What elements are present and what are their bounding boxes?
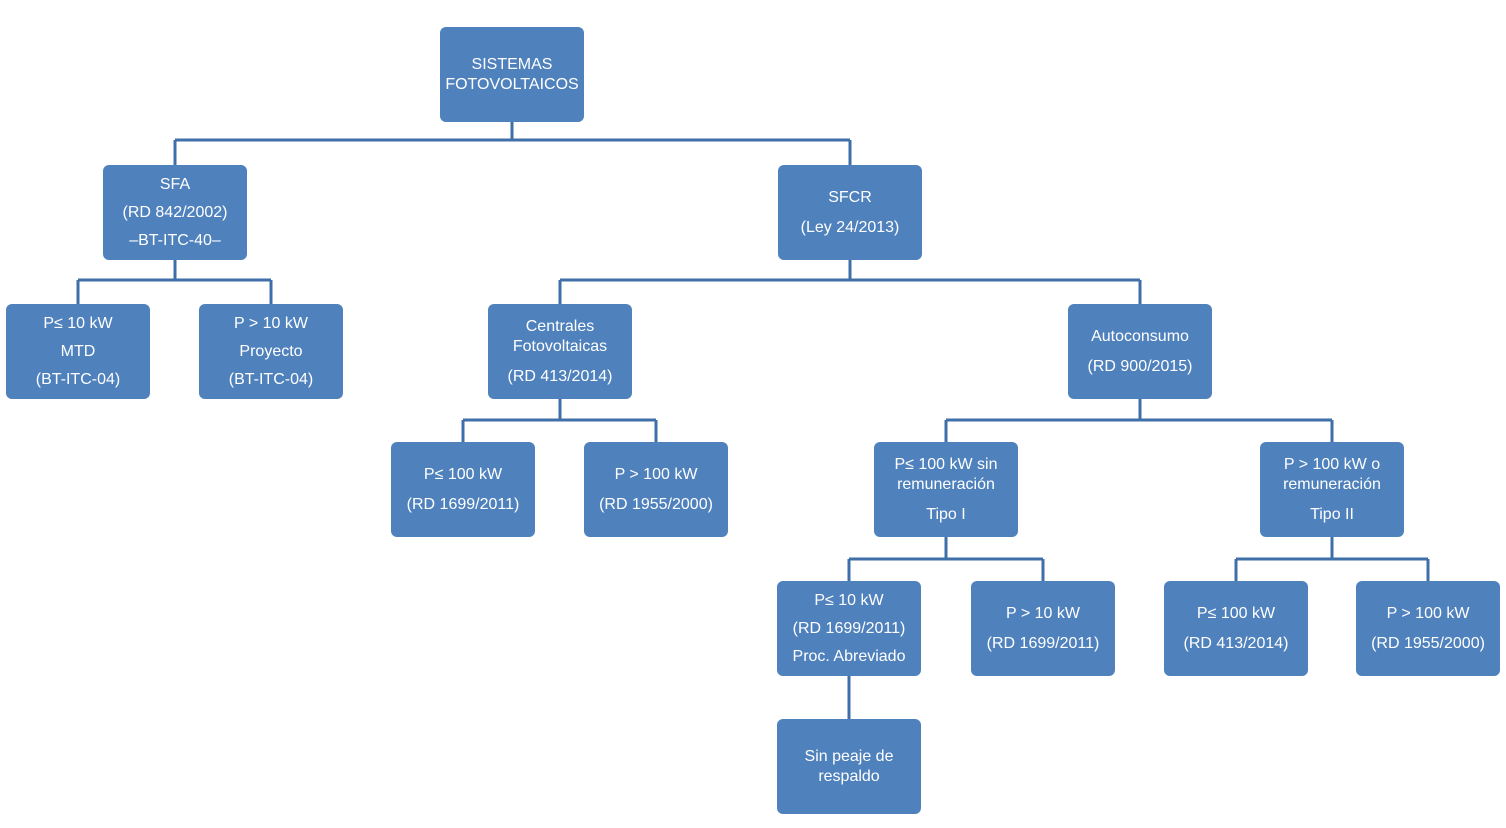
node-label: (Ley 24/2013)	[800, 218, 900, 236]
connector-centrales	[461, 399, 658, 442]
node-label: Autoconsumo	[1091, 327, 1189, 345]
node-sfcr: SFCR (Ley 24/2013)	[778, 165, 922, 260]
node-label: (RD 1955/2000)	[1371, 634, 1485, 652]
node-label: (RD 413/2014)	[1183, 634, 1289, 652]
node-label: P > 10 kW	[234, 314, 308, 332]
node-label: MTD	[60, 342, 96, 360]
node-tipo-1: P≤ 100 kW sin remuneración Tipo I	[874, 442, 1018, 537]
connector-tipo2	[1234, 537, 1430, 581]
node-label: (BT-ITC-04)	[35, 370, 121, 388]
node-sfa: SFA (RD 842/2002) –BT-ITC-40–	[103, 165, 247, 260]
node-tipo1-small: P≤ 10 kW (RD 1699/2011) Proc. Abreviado	[777, 581, 921, 676]
node-label: SFA	[159, 175, 191, 193]
connector-root	[173, 122, 852, 165]
node-centrales-fotovoltaicas: Centrales Fotovoltaicas (RD 413/2014)	[488, 304, 632, 399]
node-label: P≤ 100 kW	[1196, 604, 1276, 622]
node-label: SFCR	[828, 188, 872, 206]
node-label: –BT-ITC-40–	[129, 231, 221, 249]
node-sin-peaje-de-respaldo: Sin peaje de respaldo	[777, 719, 921, 814]
node-label: P > 10 kW	[1006, 604, 1080, 622]
node-sfa-large: P > 10 kW Proyecto (BT-ITC-04)	[199, 304, 343, 399]
node-tipo-2: P > 100 kW o remuneración Tipo II	[1260, 442, 1404, 537]
node-autoconsumo: Autoconsumo (RD 900/2015)	[1068, 304, 1212, 399]
node-tipo2-small: P≤ 100 kW (RD 413/2014)	[1164, 581, 1308, 676]
node-label: Sin peaje de respaldo	[804, 747, 894, 785]
node-label: Tipo II	[1310, 505, 1354, 523]
node-label: P > 100 kW o remuneración	[1283, 455, 1381, 493]
node-sistemas-fotovoltaicos: SISTEMAS FOTOVOLTAICOS	[440, 27, 584, 122]
node-centrales-large: P > 100 kW (RD 1955/2000)	[584, 442, 728, 537]
connector-tipo1	[847, 537, 1045, 581]
node-centrales-small: P≤ 100 kW (RD 1699/2011)	[391, 442, 535, 537]
node-label: P≤ 10 kW	[43, 314, 113, 332]
node-label: P≤ 10 kW	[814, 591, 884, 609]
node-label: (RD 1955/2000)	[599, 495, 713, 513]
connector-sfcr	[558, 260, 1142, 304]
connector-autoconsumo	[944, 399, 1334, 442]
node-label: (RD 1699/2011)	[406, 495, 520, 513]
node-sfa-small: P≤ 10 kW MTD (BT-ITC-04)	[6, 304, 150, 399]
node-label: (BT-ITC-04)	[228, 370, 314, 388]
node-label: (RD 900/2015)	[1087, 357, 1193, 375]
node-label: (RD 842/2002)	[122, 203, 228, 221]
connector-sfa	[76, 260, 273, 304]
node-label: P > 100 kW	[1386, 604, 1470, 622]
node-label: Centrales Fotovoltaicas	[512, 317, 608, 355]
node-label: P≤ 100 kW	[423, 465, 503, 483]
node-label: Proyecto	[239, 342, 303, 360]
node-label: (RD 1699/2011)	[792, 619, 906, 637]
node-tipo1-large: P > 10 kW (RD 1699/2011)	[971, 581, 1115, 676]
node-label: Tipo I	[926, 505, 966, 523]
node-label: (RD 1699/2011)	[986, 634, 1100, 652]
node-label: (RD 413/2014)	[507, 367, 613, 385]
node-label: Proc. Abreviado	[792, 647, 906, 665]
node-label: SISTEMAS FOTOVOLTAICOS	[445, 55, 579, 93]
node-label: P > 100 kW	[614, 465, 698, 483]
node-tipo2-large: P > 100 kW (RD 1955/2000)	[1356, 581, 1500, 676]
node-label: P≤ 100 kW sin remuneración	[894, 455, 998, 493]
